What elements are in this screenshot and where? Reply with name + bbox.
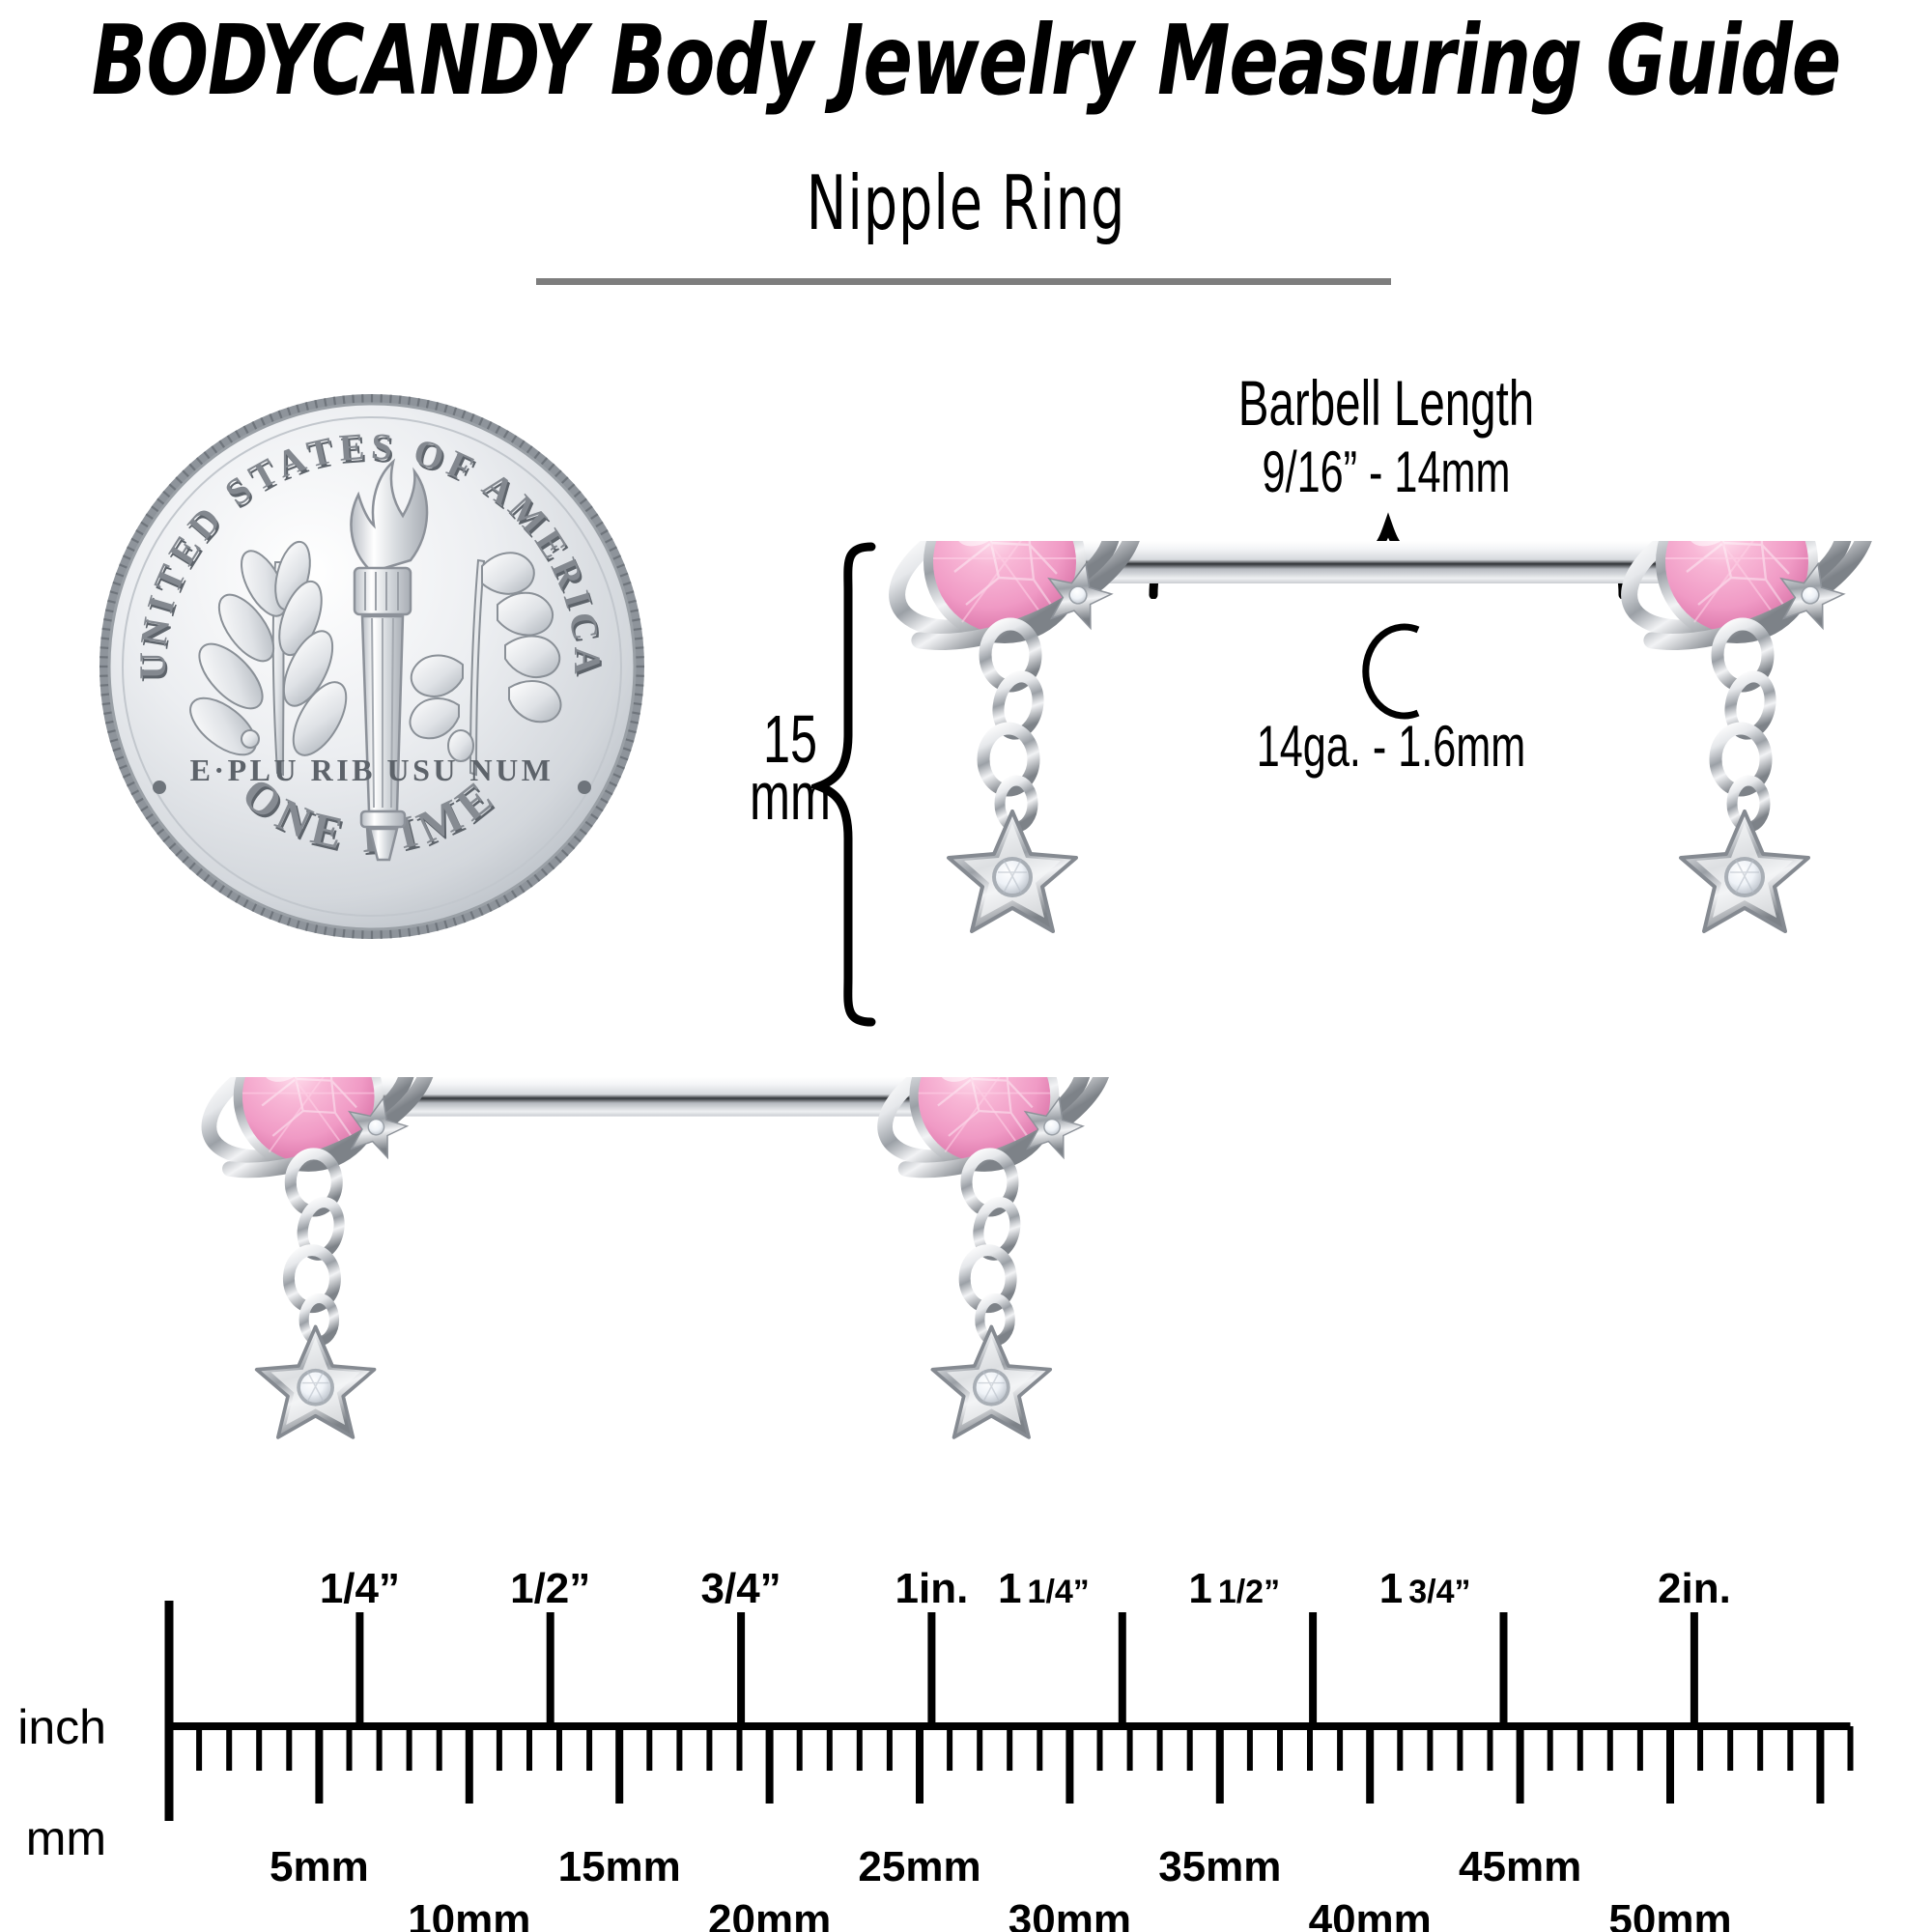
svg-text:3/4”: 3/4” bbox=[701, 1565, 781, 1612]
height-unit: mm bbox=[750, 758, 831, 835]
svg-text:40mm: 40mm bbox=[1309, 1896, 1432, 1932]
svg-text:1in.: 1in. bbox=[895, 1565, 969, 1612]
svg-text:1/4”: 1/4” bbox=[320, 1565, 400, 1612]
svg-text:1/2”: 1/2” bbox=[510, 1565, 590, 1612]
dime-coin-illustration: UNITED STATES OF AMERICA UNITED STATES O… bbox=[92, 386, 652, 947]
svg-text:11/4”: 11/4” bbox=[998, 1565, 1090, 1612]
height-value: 15 bbox=[762, 701, 818, 777]
svg-text:13/4”: 13/4” bbox=[1379, 1565, 1471, 1612]
title-divider bbox=[536, 278, 1391, 285]
svg-text:15mm: 15mm bbox=[558, 1843, 681, 1890]
gauge-value: 14ga. - 1.6mm bbox=[1256, 714, 1526, 779]
barbell-length-value: 9/16” - 14mm bbox=[1262, 440, 1511, 504]
ruler-ticks bbox=[164, 1601, 1854, 1821]
nipple-barbell-bottom bbox=[135, 1077, 1159, 1541]
height-measure-label: 15 mm bbox=[694, 701, 887, 835]
svg-text:10mm: 10mm bbox=[408, 1896, 530, 1932]
vertical-height-brace bbox=[811, 542, 876, 1027]
barbell-length-label: Barbell Length bbox=[1237, 367, 1535, 439]
svg-text:11/2”: 11/2” bbox=[1188, 1565, 1280, 1612]
svg-text:50mm: 50mm bbox=[1608, 1896, 1731, 1932]
product-type-title: Nipple Ring bbox=[806, 158, 1126, 247]
page-title: BODYCANDY Body Jewelry Measuring Guide bbox=[91, 6, 1841, 118]
svg-text:45mm: 45mm bbox=[1459, 1843, 1581, 1890]
svg-text:30mm: 30mm bbox=[1009, 1896, 1131, 1932]
svg-text:35mm: 35mm bbox=[1158, 1843, 1281, 1890]
svg-text:20mm: 20mm bbox=[708, 1896, 831, 1932]
coin-motto: E·PLU RIB USU NUM bbox=[190, 753, 554, 787]
ruler-inch-system-label: inch bbox=[17, 1700, 106, 1754]
nipple-barbell-top bbox=[860, 541, 1884, 1043]
svg-text:2in.: 2in. bbox=[1658, 1565, 1731, 1612]
svg-text:5mm: 5mm bbox=[270, 1843, 369, 1890]
ruler-mm-system-label: mm bbox=[26, 1811, 106, 1865]
gauge-circle-indicator bbox=[1362, 623, 1420, 720]
svg-text:25mm: 25mm bbox=[858, 1843, 980, 1890]
